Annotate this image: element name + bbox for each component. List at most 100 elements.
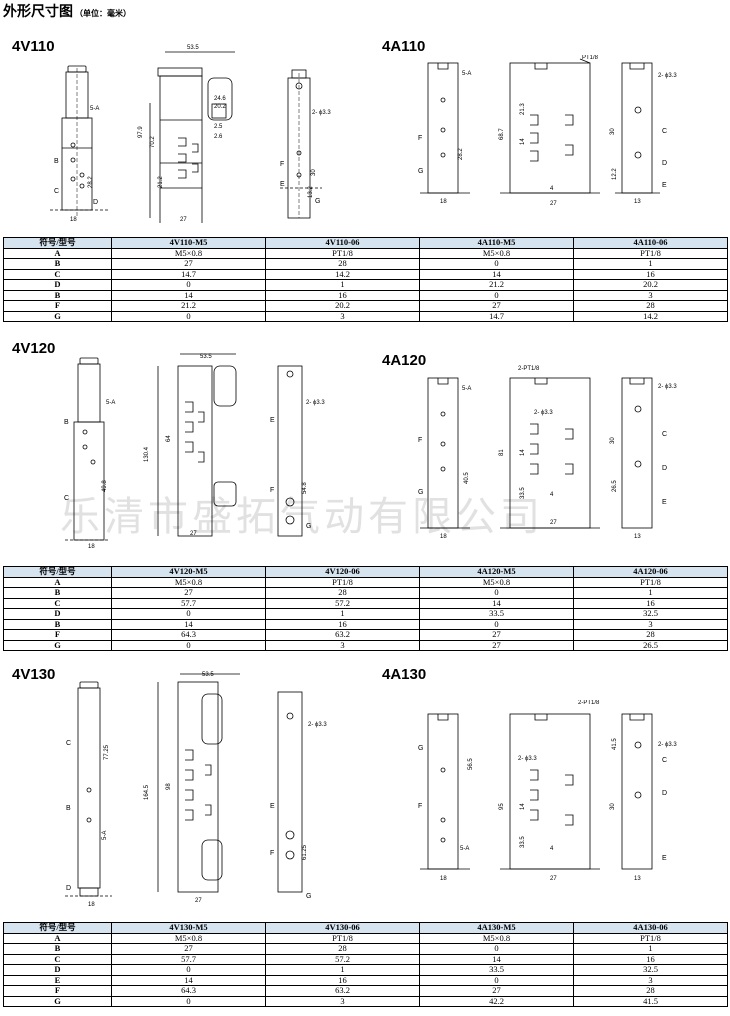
dim-d2: 2.6 — [214, 134, 223, 140]
spec-table-3: 符号/型号 4V130-M5 4V130-06 4A130-M5 4A130-0… — [3, 922, 728, 1007]
table-cell: 28 — [573, 985, 728, 997]
table-header-cell: 4V110-M5 — [111, 237, 266, 249]
dim-4v120-c2: 54.8 — [302, 482, 308, 494]
table-cell: 3 — [573, 289, 728, 301]
table-cell: PT1/8 — [573, 576, 728, 588]
dim-30: 30 — [311, 169, 317, 176]
svg-text:C: C — [66, 740, 71, 747]
svg-text:E: E — [662, 182, 667, 189]
table-cell: M5×0.8 — [111, 932, 266, 944]
table-cell: 27 — [111, 587, 266, 599]
spec-table-1: 符号/型号 4V110-M5 4V110-06 4A110-M5 4A110-0… — [3, 237, 728, 322]
svg-text:E: E — [662, 499, 667, 506]
svg-text:G: G — [418, 745, 423, 752]
table-cell: 3 — [573, 974, 728, 986]
dim-h3: 21.2 — [158, 176, 164, 188]
table-header-row: 符号/型号 4V110-M5 4V110-06 4A110-M5 4A110-0… — [3, 237, 728, 249]
dim-4a120-ri: 4 — [550, 492, 554, 498]
table-row-symbol: B — [3, 618, 112, 630]
dim-4a130-ri: 4 — [550, 846, 554, 852]
model-label-4a120: 4A120 — [382, 352, 427, 369]
table-cell: 0 — [419, 258, 574, 270]
table-row-symbol: C — [3, 597, 112, 609]
svg-text:E: E — [270, 417, 275, 424]
model-label-4v110: 4V110 — [12, 38, 55, 55]
table-cell: 27 — [111, 258, 266, 270]
drawing-4v130: 53.5 164.5 98 5-A 2- ϕ3.3 77.25 61.25 18… — [30, 670, 360, 915]
dim-4a130-holes-mid: 2- ϕ3.3 — [518, 756, 537, 762]
table-row-symbol: B — [3, 587, 112, 599]
table-cell: PT1/8 — [573, 247, 728, 259]
watermark: 乐清市盛拓气动有限公司 — [60, 494, 544, 540]
dim-4v120-port: 5-A — [106, 400, 115, 406]
svg-text:B: B — [66, 805, 71, 812]
dim-4a110-holes: 2- ϕ3.3 — [658, 73, 677, 79]
dim-4a130-rf: 30 — [610, 803, 616, 810]
table-cell: M5×0.8 — [419, 247, 574, 259]
svg-text:C: C — [54, 188, 59, 195]
dim-4a120-rf: 30 — [610, 437, 616, 444]
dim-4v130-h2: 98 — [166, 783, 172, 790]
table-cell: 0 — [419, 618, 574, 630]
model-label-4v120: 4V120 — [12, 340, 56, 357]
dim-4a110-rk: 13 — [634, 199, 641, 205]
drawing-4a130: 5-A 2-PT1/8 2- ϕ3.3 2- ϕ3.3 95 33.5 56.5… — [400, 700, 725, 890]
svg-text:G: G — [418, 489, 423, 496]
svg-text:C: C — [662, 757, 667, 764]
table-cell: 63.2 — [265, 985, 420, 997]
dim-c2: 13.2 — [308, 186, 314, 198]
table-row-symbol: D — [3, 279, 112, 291]
dim-4a110-rl: 14 — [520, 138, 526, 145]
svg-text:C: C — [662, 431, 667, 438]
svg-text:G: G — [306, 893, 311, 900]
table-row-symbol: C — [3, 953, 112, 965]
svg-text:E: E — [270, 803, 275, 810]
table-header-cell: 符号/型号 — [3, 237, 112, 249]
dim-4a110-rc: 68.7 — [499, 128, 505, 140]
dim-4a120-rg: 26.5 — [612, 480, 618, 492]
table-cell: 33.5 — [419, 608, 574, 620]
table-cell: 41.5 — [573, 995, 728, 1007]
table-header-row: 符号/型号 4V120-M5 4V120-06 4A120-M5 4A120-0… — [3, 566, 728, 578]
dim-4a110-ra: PT1/8 — [582, 55, 599, 61]
dim-4a120-rh: 18 — [440, 534, 447, 540]
dim-height: 97.9 — [138, 126, 144, 138]
svg-text:B: B — [54, 158, 59, 165]
dim-4v130-w1: 18 — [88, 902, 95, 908]
table-cell: 3 — [265, 995, 420, 1007]
svg-text:F: F — [418, 437, 422, 444]
svg-text:G: G — [418, 168, 423, 175]
table-header-cell: 4A130-M5 — [419, 922, 574, 934]
table-cell: 14 — [419, 597, 574, 609]
dim-4a130-ra: 2-PT1/8 — [578, 700, 600, 706]
table-row-symbol: F — [3, 985, 112, 997]
svg-text:D: D — [662, 160, 667, 167]
table-cell: 64.3 — [111, 629, 266, 641]
table-cell: 28 — [265, 943, 420, 955]
page-title-unit: （单位：毫米） — [75, 9, 131, 18]
table-cell: 28 — [573, 629, 728, 641]
dim-4a130-rc: 95 — [499, 803, 505, 810]
table-cell: 1 — [265, 964, 420, 976]
model-label-4a130: 4A130 — [382, 666, 427, 683]
table-cell: 0 — [111, 279, 266, 291]
dim-d3: 24.6 — [214, 96, 226, 102]
dim-d4: 20.2 — [214, 104, 226, 110]
table-cell: 0 — [111, 310, 266, 322]
dim-4v120-holes: 2- ϕ3.3 — [306, 400, 325, 406]
table-cell: 20.2 — [573, 279, 728, 291]
dim-4a110-rj: 27 — [550, 201, 557, 207]
table-header-cell: 符号/型号 — [3, 922, 112, 934]
svg-text:B: B — [64, 419, 69, 426]
table-cell: 33.5 — [419, 964, 574, 976]
dim-4a130-rd: 33.5 — [520, 836, 526, 848]
table-row-symbol: A — [3, 576, 112, 588]
